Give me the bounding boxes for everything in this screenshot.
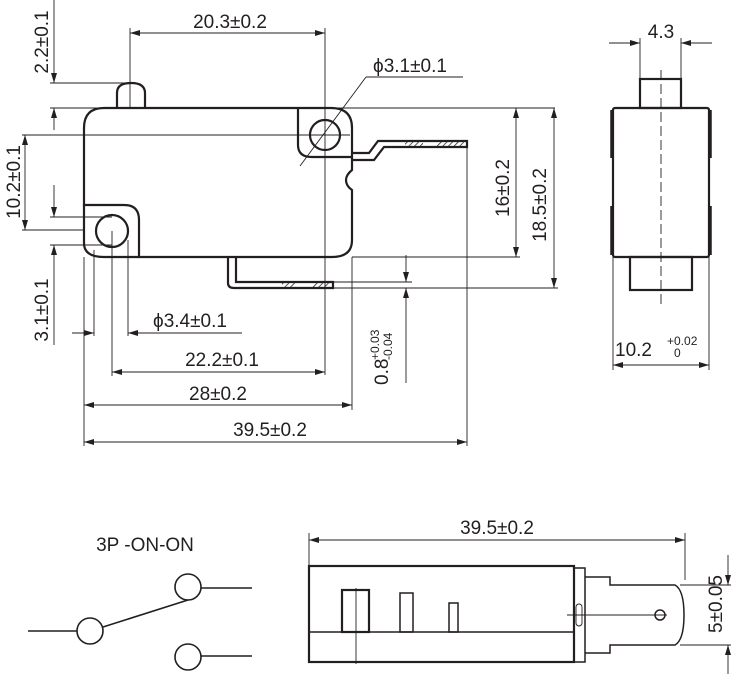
dim-body-width-tol-minus: 0: [674, 346, 681, 360]
schematic-label: 3P -ON-ON: [96, 535, 194, 556]
actuator-button: [115, 81, 147, 108]
dim-terminal-tol-minus: -0.04: [381, 332, 395, 360]
dim-body-width-tol-plus: +0.02: [667, 334, 698, 348]
bottom-ear: [82, 205, 139, 259]
bottom-body: [307, 564, 576, 664]
terminal-hatch-3: [282, 283, 296, 288]
switch-body-outline: [82, 106, 354, 259]
bottom-view: 39.5±0.2 5±0.05: [307, 518, 731, 674]
dim-body-width: 10.2: [615, 340, 652, 361]
dim-mount-hole-bottom: ϕ3.4±0.1: [153, 311, 227, 332]
switch-lever: [102, 599, 189, 628]
dimension-lines: [22, 0, 557, 445]
terminal-hatch-2: [436, 142, 464, 147]
dim-actuator-height: 2.2±0.1: [32, 10, 53, 73]
dim-hole-vertical-offset: 10.2±0.1: [4, 145, 25, 219]
extension-lines: [22, 28, 558, 446]
dim-actuator-spacing: 20.3±0.2: [193, 12, 267, 33]
dim-terminal-width: 5±0.05: [706, 575, 727, 633]
dim-overall-length: 39.5±0.2: [233, 420, 307, 441]
dim-body-length: 28±0.2: [189, 384, 247, 405]
no-contact: [174, 573, 202, 601]
terminal-hatch-4: [312, 283, 330, 288]
common-terminal: [352, 139, 469, 162]
dim-plunger-width: 4.3: [648, 22, 674, 43]
dim-mount-hole-top: ϕ3.1±0.1: [373, 56, 447, 77]
dim-terminal-thickness: 0.8: [372, 359, 393, 385]
plunger-top: [638, 77, 683, 110]
dim-terminal-tol-plus: +0.03: [368, 329, 382, 360]
hole-bracket: [296, 108, 352, 159]
terminal-hatch-1: [405, 142, 423, 147]
dim-hole-spacing: 22.2±0.1: [185, 350, 259, 371]
dim-hole-to-bottom: 3.1±0.1: [32, 278, 53, 341]
dim-bottom-overall-length: 39.5±0.2: [460, 518, 534, 539]
common-contact: [76, 617, 104, 645]
dim-body-height: 16±0.2: [493, 159, 514, 217]
switch-schematic: 3P -ON-ON: [28, 535, 252, 671]
dim-overall-height: 18.5±0.2: [530, 168, 551, 242]
bottom-terminal: [226, 257, 335, 290]
nc-contact: [174, 643, 202, 671]
front-view: 20.3±0.2 2.2±0.1 ϕ3.1±0.1 10.2±0.1 3.1±0…: [4, 0, 558, 446]
side-view: 4.3 10.2 +0.02 0: [609, 22, 712, 370]
